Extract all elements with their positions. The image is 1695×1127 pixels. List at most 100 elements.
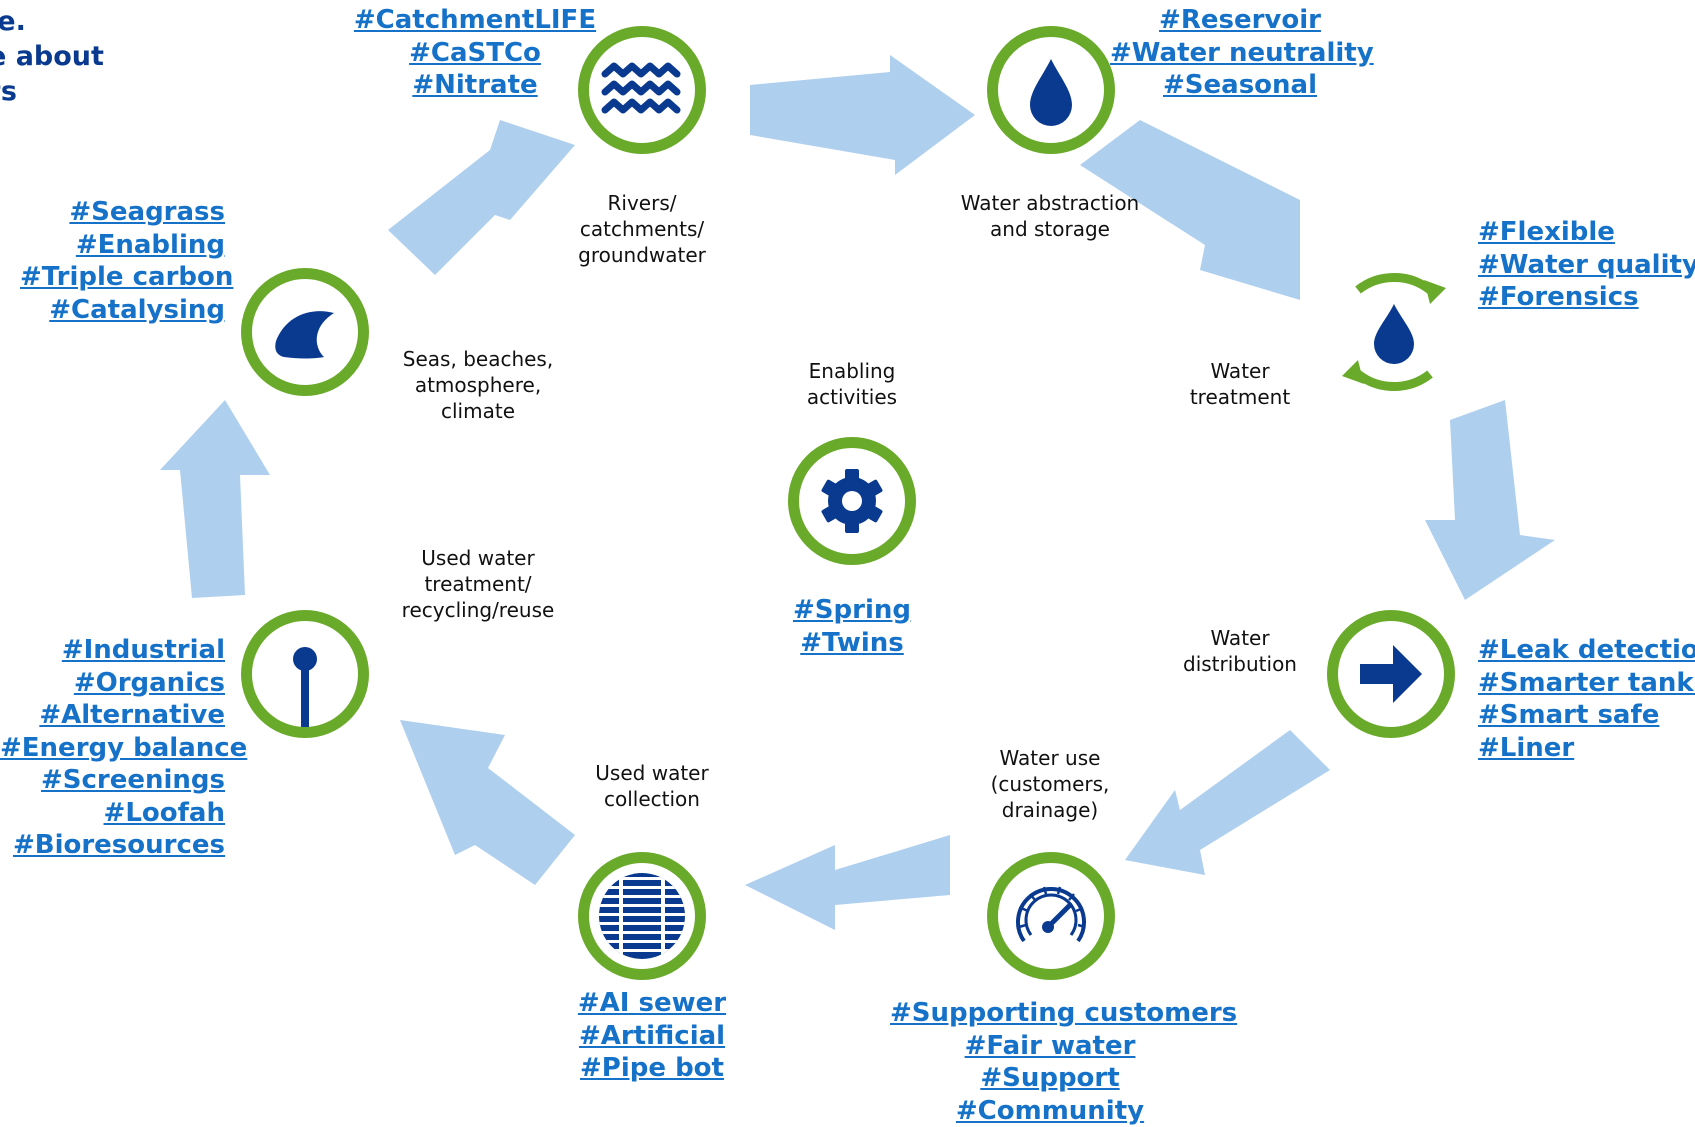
tag-link[interactable]: #Nitrate (340, 69, 610, 102)
tag-link[interactable]: #Supporting customers (890, 997, 1210, 1030)
label-line: Water use (960, 745, 1140, 771)
label-line: collection (572, 786, 732, 812)
gear-icon (799, 448, 905, 554)
abstraction-node (987, 26, 1115, 154)
enabling-tags: #Spring #Twins (772, 594, 932, 659)
tag-link[interactable]: #Loofah (0, 797, 225, 830)
seas-label: Seas, beaches, atmosphere, climate (388, 346, 568, 424)
tag-link[interactable]: #Catalysing (20, 294, 225, 327)
arrow-distribution-to-use (1125, 730, 1330, 875)
label-line: activities (772, 384, 932, 410)
collection-tags: #AI sewer #Artificial #Pipe bot (552, 987, 752, 1085)
distribution-label: Water distribution (1160, 625, 1320, 677)
enabling-label: Enabling activities (772, 358, 932, 410)
label-line: catchments/ (552, 216, 732, 242)
used-treatment-label: Used water treatment/ recycling/reuse (388, 545, 568, 623)
tag-link[interactable]: #Seagrass (20, 196, 225, 229)
label-line: Enabling (772, 358, 932, 384)
tag-link[interactable]: #Energy balance (0, 732, 225, 765)
label-line: treatment/ (388, 571, 568, 597)
label-line: Water (1160, 625, 1320, 651)
tag-link[interactable]: #CatchmentLIFE (340, 4, 610, 37)
seas-node (241, 268, 369, 396)
label-line: Rivers/ (552, 190, 732, 216)
intro-line: ts (0, 74, 104, 109)
tag-link[interactable]: #Leak detection (1478, 634, 1693, 667)
arrow-collection-to-usedtreatment (400, 720, 575, 885)
use-node (987, 852, 1115, 980)
intro-line: le. (0, 4, 104, 39)
tag-link[interactable]: #Twins (772, 627, 932, 660)
tag-link[interactable]: #Alternative (0, 699, 225, 732)
tag-link[interactable]: #AI sewer (552, 987, 752, 1020)
abstraction-label: Water abstraction and storage (950, 190, 1150, 242)
tag-link[interactable]: #Water neutrality (1110, 37, 1370, 70)
wave-crescent-icon (252, 279, 358, 385)
use-tags: #Supporting customers #Fair water #Suppo… (890, 997, 1210, 1127)
tag-link[interactable]: #Liner (1478, 732, 1693, 765)
rivers-tags: #CatchmentLIFE #CaSTCo #Nitrate (340, 4, 610, 102)
label-line: Water abstraction (950, 190, 1150, 216)
label-line: distribution (1160, 651, 1320, 677)
tag-link[interactable]: #Flexible (1478, 216, 1693, 249)
tag-link[interactable]: #Forensics (1478, 281, 1693, 314)
label-line: (customers, (960, 771, 1140, 797)
label-line: recycling/reuse (388, 597, 568, 623)
tag-link[interactable]: #Smart safe (1478, 699, 1693, 732)
outfall-pin-icon (252, 621, 358, 727)
used-treatment-tags: #Industrial #Organics #Alternative #Ener… (0, 634, 225, 862)
label-line: Seas, beaches, (388, 346, 568, 372)
gauge-icon (998, 863, 1104, 969)
tag-link[interactable]: #Enabling (20, 229, 225, 262)
seas-tags: #Seagrass #Enabling #Triple carbon #Cata… (20, 196, 225, 326)
arrow-use-to-collection (745, 835, 950, 930)
use-label: Water use (customers, drainage) (960, 745, 1140, 823)
arrow-rivers-to-abstraction (750, 55, 975, 175)
enabling-node (788, 437, 916, 565)
arrow-treatment-to-distribution (1425, 400, 1555, 600)
tag-link[interactable]: #Artificial (552, 1020, 752, 1053)
treatment-tags: #Flexible #Water quality #Forensics (1478, 216, 1693, 314)
tag-link[interactable]: #Screenings (0, 764, 225, 797)
treatment-label: Water treatment (1180, 358, 1300, 410)
tag-link[interactable]: #Seasonal (1110, 69, 1370, 102)
sewer-grid-icon (589, 863, 695, 969)
tag-link[interactable]: #Fair water (890, 1030, 1210, 1063)
collection-node (578, 852, 706, 980)
tag-link[interactable]: #Smarter tanks (1478, 667, 1693, 700)
label-line: treatment (1180, 384, 1300, 410)
label-line: Water (1180, 358, 1300, 384)
tag-link[interactable]: #CaSTCo (340, 37, 610, 70)
tag-link[interactable]: #Pipe bot (552, 1052, 752, 1085)
tag-link[interactable]: #Industrial (0, 634, 225, 667)
tag-link[interactable]: #Reservoir (1110, 4, 1370, 37)
tag-link[interactable]: #Spring (772, 594, 932, 627)
treatment-node (1330, 268, 1458, 396)
arrow-right-icon (1338, 621, 1444, 727)
label-line: atmosphere, (388, 372, 568, 398)
rivers-label: Rivers/ catchments/ groundwater (552, 190, 732, 268)
arrow-seas-to-rivers (388, 120, 575, 275)
arrow-usedtreatment-to-seas (160, 400, 270, 598)
intro-text: le. e about ts (0, 4, 104, 109)
label-line: Used water (572, 760, 732, 786)
collection-label: Used water collection (572, 760, 732, 812)
tag-link[interactable]: #Organics (0, 667, 225, 700)
label-line: and storage (950, 216, 1150, 242)
label-line: Used water (388, 545, 568, 571)
label-line: groundwater (552, 242, 732, 268)
distribution-node (1327, 610, 1455, 738)
tag-link[interactable]: #Bioresources (0, 829, 225, 862)
used-treatment-node (241, 610, 369, 738)
tag-link[interactable]: #Support (890, 1062, 1210, 1095)
intro-line: e about (0, 39, 104, 74)
label-line: climate (388, 398, 568, 424)
recycle-drop-icon (1330, 268, 1458, 396)
label-line: drainage) (960, 797, 1140, 823)
tag-link[interactable]: #Triple carbon (20, 261, 225, 294)
distribution-tags: #Leak detection #Smarter tanks #Smart sa… (1478, 634, 1693, 764)
abstraction-tags: #Reservoir #Water neutrality #Seasonal (1110, 4, 1370, 102)
tag-link[interactable]: #Community (890, 1095, 1210, 1127)
water-drop-icon (998, 37, 1104, 143)
tag-link[interactable]: #Water quality (1478, 249, 1693, 282)
